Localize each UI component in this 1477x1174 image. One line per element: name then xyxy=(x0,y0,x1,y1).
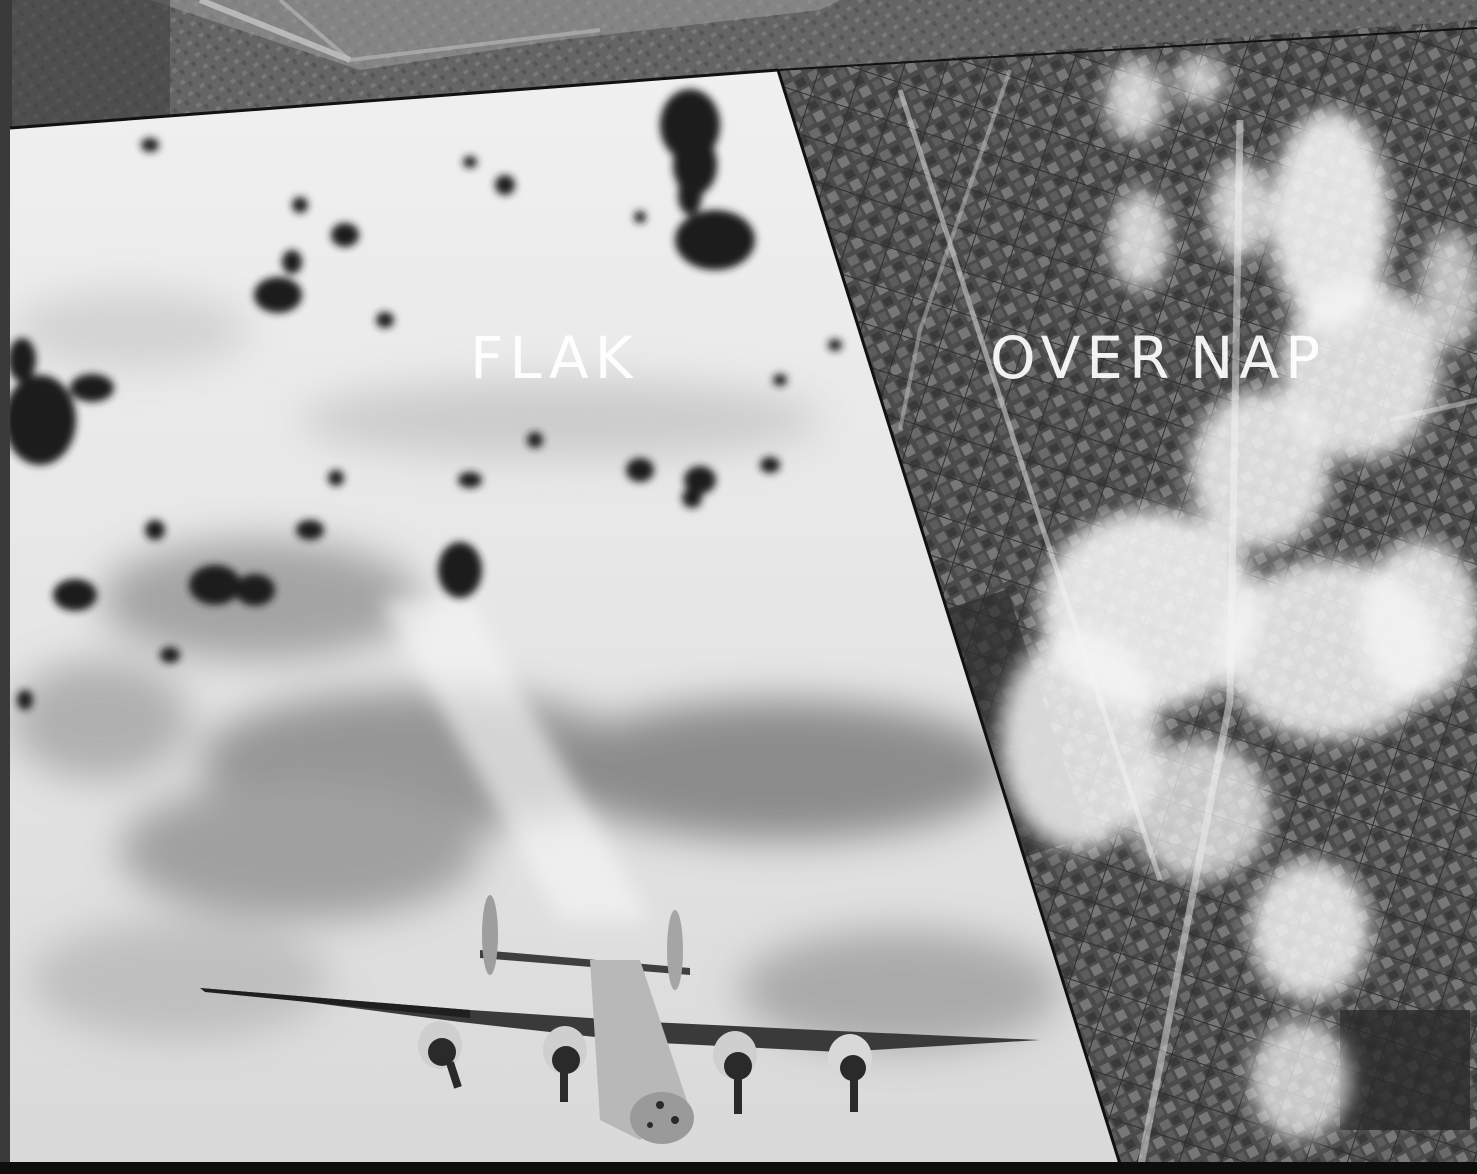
bomber-aircraft xyxy=(200,895,1040,1144)
panel-divider xyxy=(776,69,1122,1165)
flak-bursts xyxy=(10,89,842,710)
naples-city-panel xyxy=(778,20,1477,1164)
bottom-rule xyxy=(0,1162,1477,1174)
bomb-smoke-plumes xyxy=(1000,55,1477,1140)
binding-edge xyxy=(0,0,12,1174)
